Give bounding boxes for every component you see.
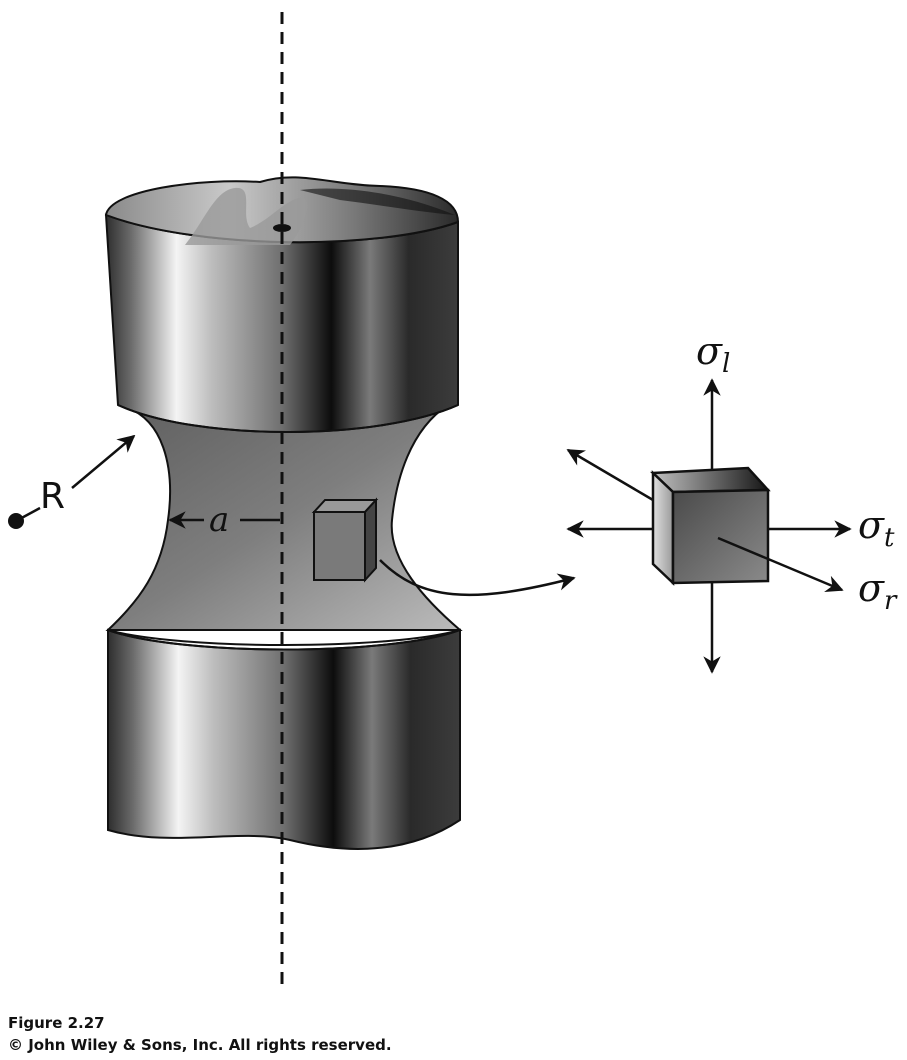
- radius-arrow: [71, 434, 136, 489]
- axis-center-point: [273, 224, 291, 232]
- sigma-l-label: σl: [696, 329, 730, 379]
- neck-section: [105, 404, 463, 631]
- figure-caption-title: Figure 2.27: [8, 1014, 105, 1032]
- radius-label: R: [40, 476, 65, 517]
- stress-element-on-specimen: [311, 497, 379, 583]
- necked-specimen-diagram: R a σl σt σr: [8, 12, 898, 990]
- sigma-r-label: σr: [858, 566, 898, 616]
- figure-caption-copyright: © John Wiley & Sons, Inc. All rights res…: [8, 1036, 392, 1054]
- lower-cylinder: [107, 628, 461, 850]
- neck-radius-label: a: [209, 500, 229, 540]
- sigma-r-front-arrow: [717, 536, 844, 592]
- sigma-r-back-arrow: [566, 448, 654, 502]
- magnify-arrow: [379, 559, 576, 597]
- stress-element-enlarged: [566, 378, 852, 674]
- sigma-t-label: σt: [858, 503, 895, 553]
